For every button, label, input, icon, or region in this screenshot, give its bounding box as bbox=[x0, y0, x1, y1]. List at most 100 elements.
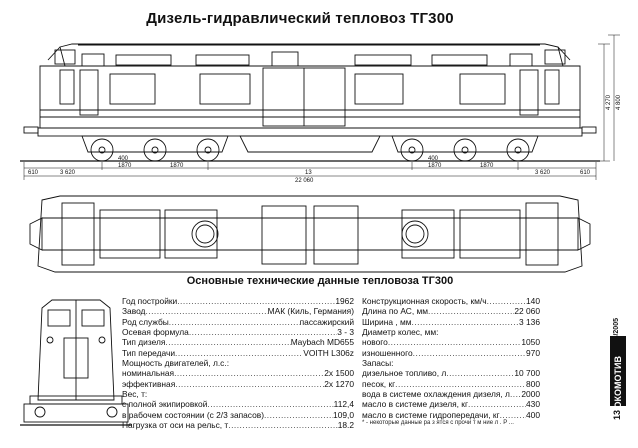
spec-label: изношенного bbox=[362, 347, 413, 358]
spec-row: дизельное топливо, л10 700 bbox=[362, 368, 540, 378]
spec-leader-dots bbox=[428, 306, 514, 316]
spec-value: 430 bbox=[526, 399, 540, 410]
spec-leader-dots bbox=[189, 327, 337, 337]
spec-row: нового1050 bbox=[362, 337, 540, 347]
diagram-title: Дизель-гидравлический тепловоз ТГ300 bbox=[146, 10, 454, 27]
spec-label: Вес, т: bbox=[122, 389, 148, 400]
spec-label: эффективная bbox=[122, 378, 176, 389]
spec-leader-dots bbox=[264, 410, 333, 420]
spec-leader-dots bbox=[145, 306, 267, 316]
dim-1870-c: 1870 bbox=[428, 163, 442, 169]
spec-row: песок, кг 800 bbox=[362, 379, 540, 389]
spec-leader-dots bbox=[175, 348, 303, 358]
spec-leader-dots bbox=[438, 327, 540, 337]
dim-3620-left: 3 620 bbox=[60, 170, 76, 176]
specs-right-column: Конструкционная скорость, км/ч140Длина п… bbox=[362, 296, 540, 420]
spec-value: 3 - 3 bbox=[337, 327, 354, 338]
front-view bbox=[20, 299, 132, 426]
spec-row: номинальная2х 1500 bbox=[122, 368, 354, 378]
spec-leader-dots bbox=[228, 420, 337, 430]
spec-value: 10 700 bbox=[514, 368, 540, 379]
spec-value: 970 bbox=[526, 347, 540, 358]
spec-leader-dots bbox=[510, 389, 521, 399]
spec-leader-dots bbox=[411, 317, 519, 327]
spec-value: 2х 1270 bbox=[324, 378, 354, 389]
spec-label: Тип передачи bbox=[122, 347, 176, 358]
dim-1870-d: 1870 bbox=[480, 163, 494, 169]
dimension-labels: 610 3 620 1870 400 1870 13 22 060 1870 4… bbox=[28, 94, 622, 184]
spec-label: Осевая формула bbox=[122, 327, 189, 338]
spec-value: 2000 bbox=[521, 389, 540, 400]
spec-row: Длина по АС, мм 22 060 bbox=[362, 306, 540, 316]
spec-leader-dots bbox=[413, 348, 526, 358]
spec-row: Конструкционная скорость, км/ч140 bbox=[362, 296, 540, 306]
dim-13: 13 bbox=[305, 170, 312, 176]
spec-leader-dots bbox=[165, 337, 290, 347]
spec-label: номинальная bbox=[122, 368, 175, 379]
spec-leader-dots bbox=[395, 379, 526, 389]
spec-value: VOITH L306z bbox=[303, 347, 354, 358]
spec-leader-dots bbox=[147, 389, 354, 399]
spec-value: пассажирский bbox=[299, 316, 354, 327]
spec-leader-dots bbox=[487, 296, 526, 306]
spec-row: Диаметр колес, мм: bbox=[362, 327, 540, 337]
spec-label: вода в системе охлаждения дизеля, л bbox=[362, 389, 510, 400]
spec-value: 18.2 bbox=[337, 420, 354, 431]
spec-value: Maybach MD655 bbox=[290, 337, 354, 348]
spec-value: 1050 bbox=[521, 337, 540, 348]
spec-row: Запасы: bbox=[362, 358, 540, 368]
spec-row: Год постройки 1962 bbox=[122, 296, 354, 306]
spec-row: Тип передачи VOITH L306z bbox=[122, 348, 354, 358]
spec-label: масло в системе дизеля, кг bbox=[362, 399, 469, 410]
spec-row: Род службы пассажирский bbox=[122, 317, 354, 327]
spec-leader-dots bbox=[388, 337, 522, 347]
dim-3620-right: 3 620 bbox=[535, 170, 551, 176]
spec-leader-dots bbox=[174, 368, 324, 378]
spec-label: Длина по АС, мм bbox=[362, 306, 428, 317]
spec-row: эффективная 2х 1270 bbox=[122, 379, 354, 389]
spec-value: 400 bbox=[526, 409, 540, 420]
dim-height-4800: 4 800 bbox=[616, 94, 622, 110]
spec-value: 140 bbox=[526, 296, 540, 306]
spec-value: 112,4 bbox=[333, 399, 354, 410]
magazine-sidebar: 8/2005 ЛОКОМОТИВ 13 bbox=[607, 318, 633, 428]
spec-value: 3 136 bbox=[519, 316, 540, 327]
spec-row: Тип дизеля Maybach MD655 bbox=[122, 337, 354, 347]
spec-row: Вес, т: bbox=[122, 389, 354, 399]
spec-label: Род службы bbox=[122, 316, 169, 327]
magazine-name: ЛОКОМОТИВ bbox=[613, 356, 623, 415]
spec-value: 800 bbox=[526, 378, 540, 389]
spec-row: с полной экипировкой112,4 bbox=[122, 399, 354, 409]
spec-leader-dots bbox=[177, 296, 335, 306]
spec-row: масло в системе дизеля, кг 430 bbox=[362, 399, 540, 409]
spec-leader-dots bbox=[500, 410, 526, 420]
side-elevation bbox=[20, 43, 600, 162]
dim-22060: 22 060 bbox=[295, 178, 314, 184]
spec-label: Запасы: bbox=[362, 358, 394, 369]
dim-1870-a: 1870 bbox=[118, 163, 132, 169]
spec-value: МАК (Киль, Германия) bbox=[267, 306, 354, 317]
spec-label: Мощность двигателей, л.с.: bbox=[122, 358, 230, 369]
spec-leader-dots bbox=[207, 399, 333, 409]
spec-row: изношенного 970 bbox=[362, 348, 540, 358]
spec-label: Нагрузка от оси на рельс, т bbox=[122, 420, 229, 431]
spec-leader-dots bbox=[169, 317, 300, 327]
spec-leader-dots bbox=[229, 358, 354, 368]
spec-label: Тип дизеля bbox=[122, 337, 166, 348]
page-number: 13 bbox=[612, 410, 622, 421]
spec-row: Нагрузка от оси на рельс, т 18.2 bbox=[122, 420, 354, 430]
spec-label: в рабочем состоянии (с 2/3 запасов) bbox=[122, 409, 264, 420]
spec-label: Ширина , мм bbox=[362, 316, 412, 327]
spec-row: ЗаводМАК (Киль, Германия) bbox=[122, 306, 354, 316]
spec-label: Год постройки bbox=[122, 296, 178, 306]
dim-height-4270: 4 270 bbox=[606, 94, 612, 110]
spec-label: песок, кг bbox=[362, 378, 396, 389]
spec-leader-dots bbox=[468, 399, 526, 409]
dim-400-left: 400 bbox=[118, 156, 129, 162]
spec-value: 1962 bbox=[335, 296, 354, 306]
spec-row: в рабочем состоянии (с 2/3 запасов)109,0 bbox=[122, 410, 354, 420]
spec-value: 22 060 bbox=[514, 306, 540, 317]
dim-610-right: 610 bbox=[580, 170, 591, 176]
dim-400-right: 400 bbox=[428, 156, 439, 162]
